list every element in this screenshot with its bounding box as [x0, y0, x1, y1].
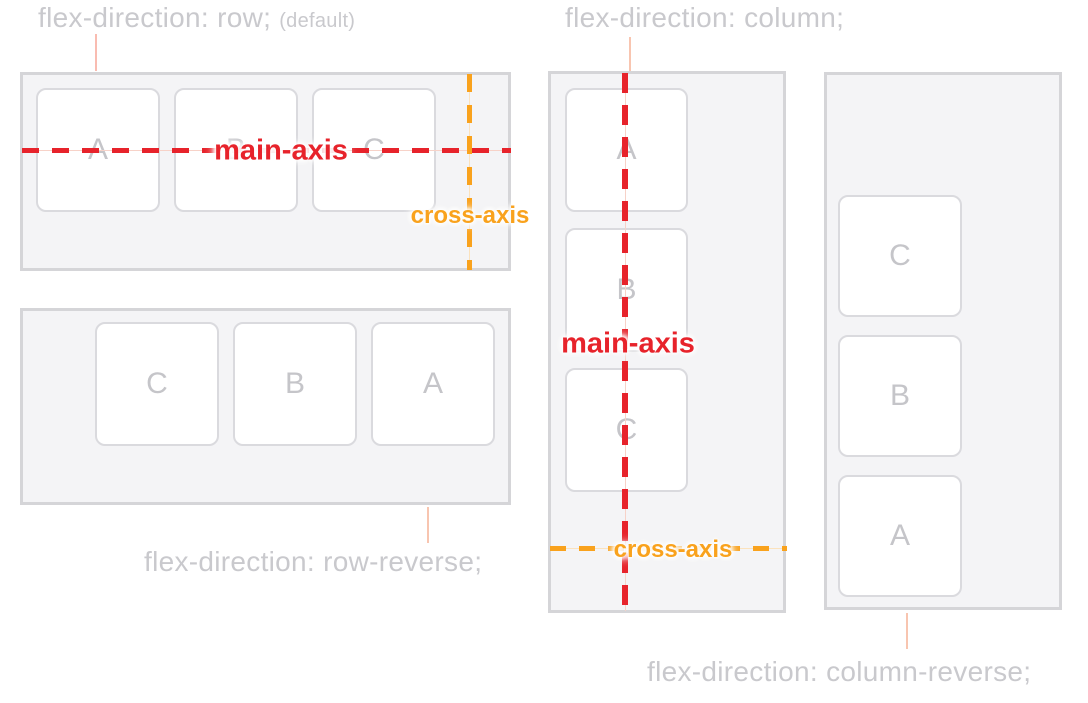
caption-column-reverse-text: flex-direction: column-reverse; [647, 656, 1032, 687]
flex-item-c: C [838, 195, 962, 317]
cross-axis-line-row [467, 74, 472, 270]
flex-item-label: C [146, 367, 168, 400]
flex-item-label: B [889, 379, 910, 412]
caption-row-note: (default) [279, 10, 356, 32]
flex-item-a: A [838, 475, 962, 597]
connector-row [95, 34, 97, 71]
caption-row-text: flex-direction: row; [38, 2, 272, 33]
flex-item-label: A [889, 519, 910, 552]
flex-item-b: B [838, 335, 962, 457]
flex-item-label: C [889, 239, 911, 272]
cross-axis-label-column: cross-axis [613, 536, 733, 563]
connector-row-reverse [427, 507, 429, 543]
flex-item-a: A [371, 322, 495, 446]
panel-row-reverse: C B A [20, 308, 511, 505]
connector-column [629, 37, 631, 71]
flex-item-b: B [233, 322, 357, 446]
panel-row: A B C [20, 72, 511, 271]
caption-row-reverse-text: flex-direction: row-reverse; [144, 546, 483, 577]
connector-column-reverse [906, 613, 908, 649]
cross-axis-label-row: cross-axis [410, 202, 530, 229]
caption-row-reverse: flex-direction: row-reverse; [144, 546, 482, 578]
panel-column-reverse: C B A [824, 72, 1062, 610]
flex-item-c: C [95, 322, 219, 446]
caption-column: flex-direction: column; [565, 2, 844, 34]
flex-item-label: B [284, 367, 305, 400]
caption-column-reverse: flex-direction: column-reverse; [647, 656, 1031, 688]
main-axis-label-column: main-axis [561, 327, 695, 360]
cross-axis-line-column [550, 546, 787, 551]
main-axis-line-column [622, 73, 628, 611]
caption-column-text: flex-direction: column; [565, 2, 845, 33]
flex-item-label: A [422, 367, 443, 400]
caption-row: flex-direction: row; (default) [38, 2, 355, 34]
main-axis-line-row [22, 148, 511, 153]
main-axis-label-row: main-axis [214, 134, 348, 167]
